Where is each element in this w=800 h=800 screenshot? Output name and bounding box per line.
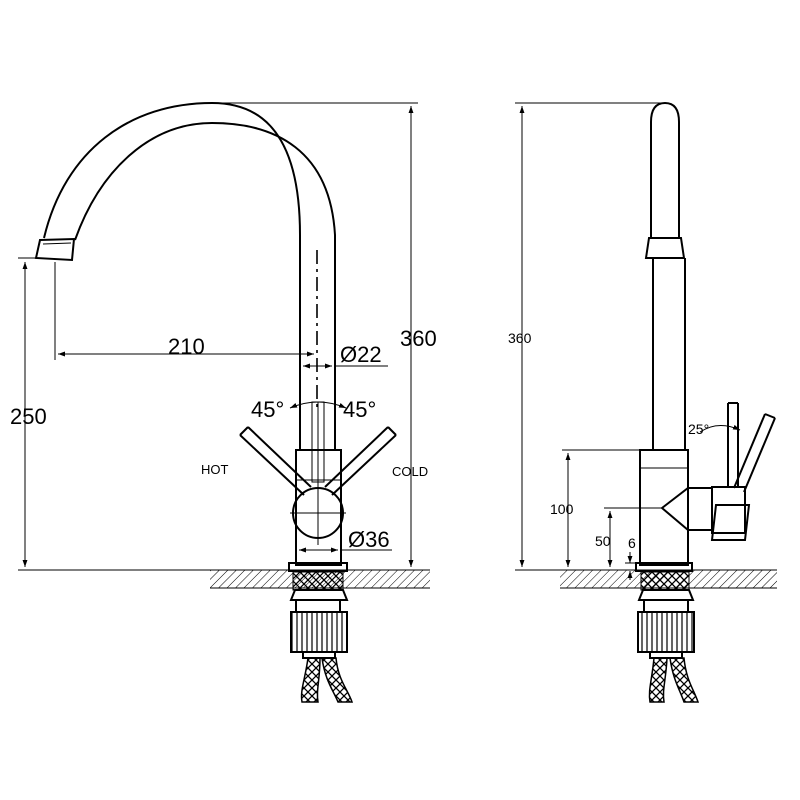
front-mounting [289, 571, 349, 659]
front-angle-left-label: 45° [251, 397, 284, 422]
front-hoses [300, 657, 354, 703]
front-dim-250-label: 250 [10, 404, 47, 429]
front-dim-d36: Ø36 [299, 527, 392, 553]
front-angle-right-label: 45° [343, 397, 376, 422]
front-mixer-body [288, 401, 348, 572]
side-dim-100: 100 [550, 449, 640, 567]
side-hoses [648, 657, 700, 703]
front-dim-d22-label: Ø22 [340, 342, 382, 367]
front-dim-360-label: 360 [400, 326, 437, 351]
front-view: 360 250 210 Ø22 Ø36 [10, 101, 437, 703]
side-dim-50-label: 50 [595, 533, 611, 549]
side-dim-360-label: 360 [508, 330, 532, 346]
front-spout [34, 101, 336, 450]
front-dim-d22: Ø22 [299, 342, 388, 372]
front-dim-d36-label: Ø36 [348, 527, 390, 552]
side-dim-100-label: 100 [550, 501, 574, 517]
side-dim-360: 360 [508, 102, 665, 571]
side-mounting [637, 571, 695, 659]
front-dim-210-label: 210 [168, 334, 205, 359]
side-dim-6: 6 [625, 535, 640, 580]
front-angle-arc [289, 401, 347, 409]
front-hot-label: HOT [201, 462, 229, 477]
front-dim-210: 210 [54, 262, 314, 360]
side-view: 360 100 50 6 25° [508, 101, 777, 703]
side-angle-label: 25° [688, 421, 709, 437]
side-dim-50: 50 [595, 507, 662, 567]
front-dim-250: 250 [10, 257, 210, 571]
front-cold-label: COLD [392, 464, 428, 479]
front-handle-hot [239, 426, 312, 496]
side-spout [644, 101, 686, 450]
front-dim-360: 360 [212, 102, 437, 571]
side-dim-6-label: 6 [628, 535, 636, 551]
front-handle-cold [324, 426, 397, 496]
